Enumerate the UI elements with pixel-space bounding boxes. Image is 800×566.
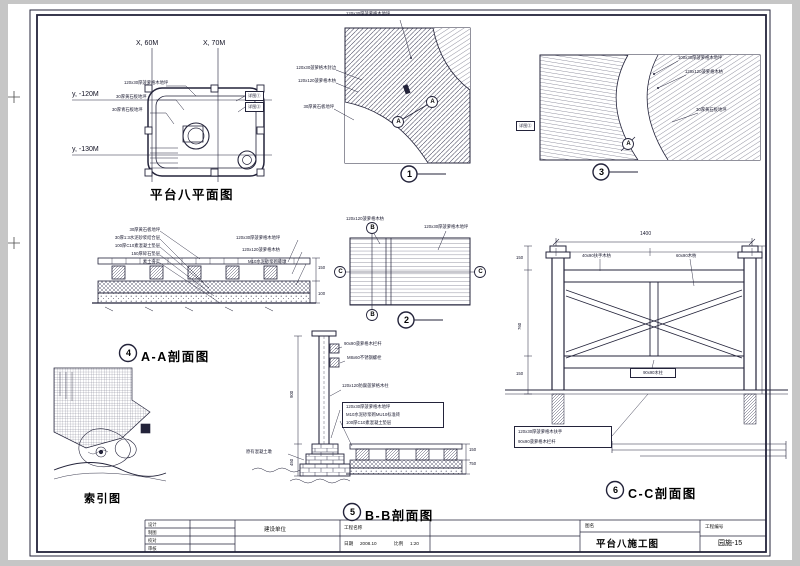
axis-label-y1: y, -120M [72, 91, 99, 98]
tb-scale-label: 比例 [394, 541, 404, 546]
bb-dim-left-1: 900 [289, 390, 294, 398]
detail-2-callout: 2 [403, 315, 409, 325]
tb-drawing-number: 园施-15 [718, 540, 743, 547]
cc-box-note-1: 120x30厚菠萝格木扶手 [518, 429, 563, 434]
cc-dim-left-3: 150 [516, 371, 524, 376]
tb-row-design: 设计 [148, 521, 157, 527]
detail3-note-3: 30厚黄石板地坪 [696, 107, 727, 112]
axis-label-x1: X, 60M [136, 40, 159, 47]
titleblock-grid [144, 519, 766, 552]
sheet-frame [8, 9, 771, 557]
bb-title: B-B剖面图 [365, 509, 434, 523]
detail2-cut-mark-c-left: C [338, 269, 343, 275]
detail1-cut-mark-a2: A [430, 99, 435, 105]
tb-unit-label: 建设单位 [264, 527, 287, 533]
detail1-note-top: 120x30厚菠萝格木地坪 [346, 11, 391, 16]
cc-member-center-tag: 90x90木柱 [630, 368, 676, 378]
detail-3-callout: 3 [598, 167, 604, 177]
detail1-note-left-1: 120x30菠萝格木封边 [296, 65, 336, 70]
cc-box-note-2: 90x90菠萝格木栏杆 [518, 439, 556, 444]
detail-1-callout: 1 [406, 169, 412, 179]
aa-note-left-4: 150厚碎石垫层 [131, 251, 160, 256]
cc-dim-left-2: 760 [517, 322, 522, 330]
aa-dim-2: 100 [318, 291, 326, 296]
bb-dim-left-2: 450 [289, 458, 294, 466]
detail2-note-1: 120x120菠萝格木枋 [346, 216, 384, 221]
aa-title: A-A剖面图 [141, 350, 210, 364]
detail3-note-2: 120x120菠萝格木枋 [685, 69, 723, 74]
detail-5-callout: 5 [349, 507, 355, 517]
index-map-title: 索引图 [84, 493, 122, 505]
detail2-note-2: 120x30厚菠萝格木地坪 [424, 224, 469, 229]
cc-dim-total: 1400 [640, 231, 652, 237]
cc-dim-left-1: 150 [516, 255, 524, 260]
bb-dim-right-1: 150 [469, 447, 477, 452]
detail-6-callout: 6 [612, 485, 618, 495]
detail3-note-1: 100x30厚菠萝格木地坪 [678, 55, 723, 60]
detail2-linework [334, 222, 486, 329]
bb-box-note-3: 100厚C10素混凝土垫层 [346, 420, 392, 425]
cc-member-right: 60x90木枋 [676, 253, 697, 258]
bb-box-note-1: 120x30厚菠萝格木地坪 [346, 404, 391, 409]
bb-note-box: 120x30厚菠萝格木地坪 M10水泥砂浆砌MU10标准砖 100厚C10素混凝… [342, 402, 444, 428]
sectionAA-linework [92, 230, 320, 363]
tb-scale-value: 1:20 [410, 541, 419, 546]
axis-label-y2: y, -130M [72, 146, 99, 153]
detail3-linework [539, 54, 761, 181]
detail1-linework [333, 19, 471, 183]
plan-detail-tag-1: 详图① [245, 91, 264, 101]
sectionBB-linework [251, 330, 470, 522]
detail3-cut-mark-a: A [626, 141, 631, 147]
detail1-note-left-3: 30厚黄石板地坪 [303, 104, 334, 109]
tb-name-label: 图名 [585, 523, 595, 528]
tb-date-value: 2008.10 [360, 541, 377, 546]
plan-detail-tag-2: 详图③ [245, 102, 264, 112]
plan-note-2: 30厚黄石板地坪 [116, 94, 147, 99]
cc-title: C-C剖面图 [628, 487, 697, 501]
aa-dim-1: 150 [318, 265, 326, 270]
plan-linework [72, 48, 272, 182]
bb-note-4: 原有混凝土墩 [246, 449, 272, 454]
tb-date-label: 日期 [344, 541, 354, 546]
bb-note-2: M8x60不锈钢螺栓 [347, 355, 382, 360]
aa-note-left-2: 30厚1:3水泥砂浆结合层 [114, 235, 160, 240]
aa-note-left-5: 素土夯实 [142, 259, 160, 264]
detail3-detail-tag: 详图② [516, 121, 535, 131]
plan-title: 平台八平面图 [150, 188, 235, 202]
cc-note-box: 120x30厚菠萝格木扶手 90x90菠萝格木栏杆 [514, 426, 612, 448]
tb-number-label: 工程编号 [705, 524, 724, 529]
aa-note-left-3: 100厚C10素混凝土垫层 [114, 243, 160, 248]
tb-drawing-name: 平台八施工图 [596, 539, 660, 550]
axis-label-x2: X, 70M [203, 40, 226, 47]
detail2-cut-mark-b-bottom: B [370, 312, 375, 318]
plan-note-1: 120x30厚菠萝格木地坪 [124, 80, 169, 85]
bb-note-1: 90x90菠萝格木栏杆 [344, 341, 382, 346]
index-map-linework [53, 367, 167, 482]
plan-note-3: 30厚青石板地坪 [112, 107, 143, 112]
detail2-cut-mark-c-right: C [478, 269, 483, 275]
tb-project-label: 工程名称 [344, 525, 363, 530]
aa-note-right-3: M10水泥砂浆砌砖墩 [248, 259, 287, 264]
tb-row-check: 校对 [148, 537, 157, 543]
tb-row-draft: 制图 [148, 529, 157, 535]
bb-note-3: 120x120防腐菠萝格木柱 [342, 383, 389, 388]
bb-dim-right-2: 750 [469, 461, 477, 466]
detail1-note-left-2: 120x120菠萝格木枋 [298, 78, 336, 83]
detail-4-callout: 4 [125, 348, 131, 358]
detail2-cut-mark-b-top: B [370, 225, 375, 231]
aa-note-right-1: 120x30厚菠萝格木地坪 [236, 235, 281, 240]
cc-member-left: 40x90扶手木枋 [582, 253, 611, 258]
bb-box-note-2: M10水泥砂浆砌MU10标准砖 [346, 412, 401, 417]
detail1-cut-mark-a1: A [396, 119, 401, 125]
sectionCC-linework [505, 238, 788, 500]
aa-note-right-2: 120x120菠萝格木枋 [242, 247, 280, 252]
tb-row-review: 审核 [148, 545, 157, 551]
aa-note-left-1: 30厚黄石板地坪 [129, 227, 160, 232]
